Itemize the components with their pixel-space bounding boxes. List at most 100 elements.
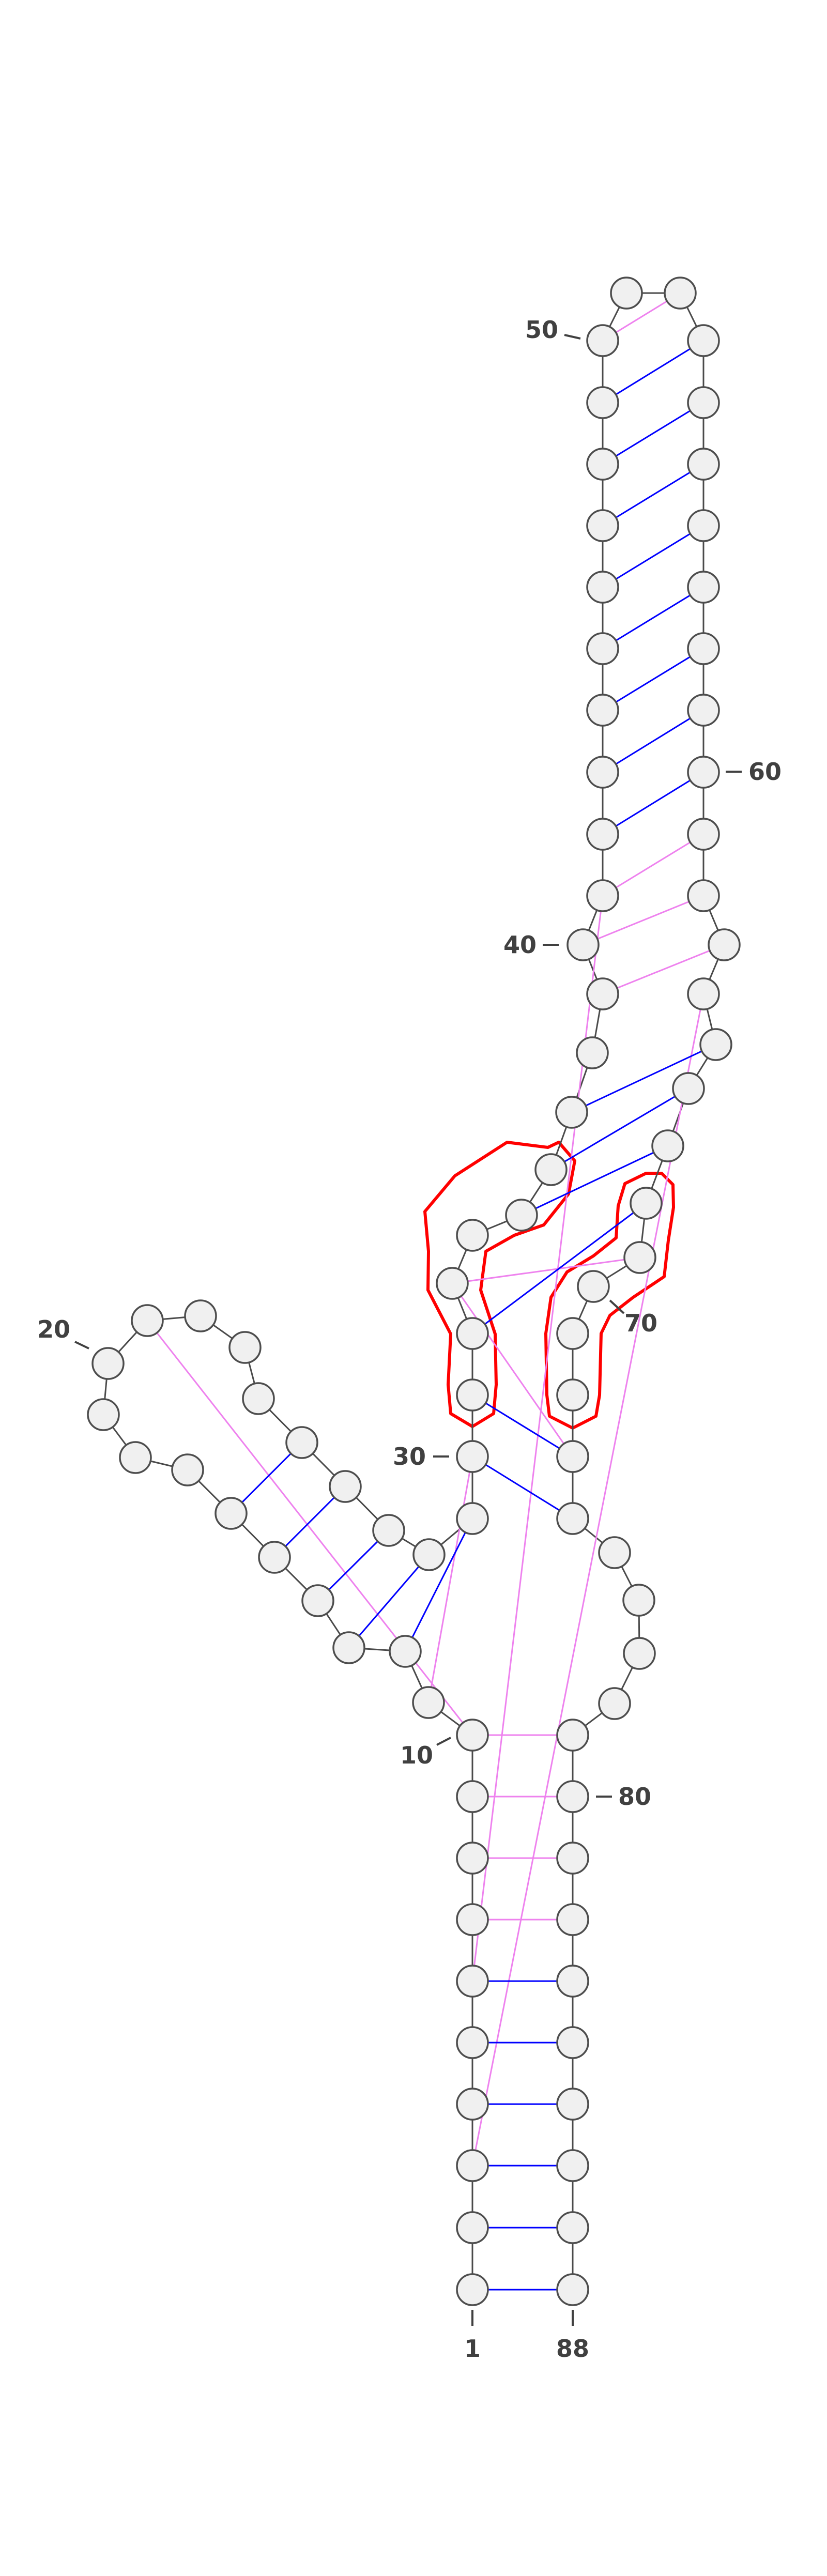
svg-text:30: 30 xyxy=(393,1443,426,1470)
nucleotide-7 xyxy=(456,1903,489,1936)
nucleotide-34 xyxy=(456,1219,489,1252)
nucleotide-64 xyxy=(687,977,720,1010)
nucleotide-19 xyxy=(87,1398,120,1431)
canonical-pair-43-59 xyxy=(602,709,704,773)
nucleotide-56 xyxy=(687,509,720,542)
canonical-pair-15-26 xyxy=(273,1485,346,1558)
nucleotide-50 xyxy=(586,324,619,357)
svg-text:60: 60 xyxy=(748,758,782,786)
nucleotide-38 xyxy=(576,1036,609,1069)
label-70: 70 xyxy=(609,1299,657,1337)
nucleotide-23 xyxy=(228,1331,262,1364)
nucleotide-53 xyxy=(687,324,720,357)
nucleotide-1 xyxy=(456,2273,489,2306)
noncanonical-pair-21-10 xyxy=(146,1320,473,1736)
noncanonical-pair-6-41 xyxy=(471,895,604,1982)
nucleotide-29 xyxy=(456,1502,489,1535)
nucleotide-58 xyxy=(687,632,720,665)
nucleotide-14 xyxy=(301,1584,334,1617)
canonical-pair-31-73 xyxy=(472,1394,573,1458)
nucleotide-4 xyxy=(456,2088,489,2121)
noncanonical-pair-33-69 xyxy=(452,1256,640,1284)
nucleotide-85 xyxy=(556,2088,589,2121)
canonical-pair-48-54 xyxy=(602,402,704,465)
nucleotide-54 xyxy=(687,386,720,419)
nucleotide-13 xyxy=(332,1631,365,1664)
noncanonical-pair-41-61 xyxy=(602,833,704,897)
label-40: 40 xyxy=(503,931,559,959)
canonical-pair-44-58 xyxy=(602,648,704,711)
nucleotide-70 xyxy=(577,1270,610,1303)
nucleotide-9 xyxy=(456,1780,489,1813)
nucleotides xyxy=(87,277,741,2306)
svg-text:10: 10 xyxy=(400,1741,433,1769)
nucleotide-21 xyxy=(131,1304,164,1337)
highlighted-regions xyxy=(423,1141,675,1430)
nucleotide-81 xyxy=(556,1842,589,1875)
noncanonical-pair-33-73 xyxy=(451,1283,574,1457)
nucleotide-71 xyxy=(556,1317,589,1350)
svg-text:1: 1 xyxy=(464,2335,481,2363)
nucleotide-27 xyxy=(372,1514,405,1547)
nucleotide-74 xyxy=(556,1502,589,1535)
label-1: 1 xyxy=(464,2310,481,2363)
nucleotide-63 xyxy=(708,928,741,961)
noncanonical-pair-40-62 xyxy=(583,895,704,946)
nucleotide-3 xyxy=(456,2149,489,2182)
nucleotide-25 xyxy=(285,1426,318,1459)
label-20: 20 xyxy=(37,1315,89,1350)
canonical-pair-46-56 xyxy=(602,525,704,588)
label-60: 60 xyxy=(726,758,782,786)
noncanonical-pair-39-63 xyxy=(602,944,725,995)
canonical-pair-36-66 xyxy=(550,1087,689,1171)
nucleotide-22 xyxy=(184,1299,217,1332)
canonical-pair-45-57 xyxy=(602,586,704,650)
backbone-line xyxy=(102,292,725,2290)
svg-text:80: 80 xyxy=(618,1783,651,1811)
nucleotide-47 xyxy=(586,509,619,542)
nucleotide-65 xyxy=(699,1028,732,1061)
nucleotide-30 xyxy=(456,1440,489,1473)
nucleotide-79 xyxy=(556,1719,589,1752)
nucleotide-43 xyxy=(586,756,619,789)
nucleotide-45 xyxy=(586,632,619,665)
nucleotide-77 xyxy=(623,1637,656,1670)
nucleotide-87 xyxy=(556,2211,589,2244)
canonical-pair-30-74 xyxy=(472,1455,573,1520)
canonical-pair-49-53 xyxy=(602,340,704,404)
nucleotide-80 xyxy=(556,1780,589,1813)
svg-text:70: 70 xyxy=(624,1309,657,1337)
nucleotide-72 xyxy=(556,1378,589,1412)
nucleotide-76 xyxy=(622,1584,655,1617)
nucleotide-52 xyxy=(664,277,697,310)
svg-text:88: 88 xyxy=(556,2335,589,2363)
nucleotide-5 xyxy=(456,2026,489,2059)
canonical-pair-42-60 xyxy=(602,771,704,835)
nucleotide-31 xyxy=(456,1378,489,1412)
nucleotide-69 xyxy=(623,1241,656,1274)
nucleotide-82 xyxy=(556,1903,589,1936)
nucleotide-73 xyxy=(556,1440,589,1473)
nucleotide-11 xyxy=(412,1686,445,1719)
nucleotide-8 xyxy=(456,1842,489,1875)
nucleotide-16 xyxy=(215,1497,248,1530)
label-50: 50 xyxy=(525,316,581,344)
nucleotide-57 xyxy=(687,571,720,604)
canonical-pair-32-68 xyxy=(472,1202,647,1335)
canonical-pair-16-25 xyxy=(230,1442,303,1514)
nucleotide-49 xyxy=(586,386,619,419)
nucleotide-46 xyxy=(586,571,619,604)
nucleotide-59 xyxy=(687,694,720,727)
nucleotide-78 xyxy=(598,1687,631,1720)
nucleotide-66 xyxy=(672,1072,705,1105)
nucleotide-35 xyxy=(505,1199,538,1232)
nucleotide-62 xyxy=(687,879,720,912)
nucleotide-15 xyxy=(258,1541,291,1574)
nucleotide-68 xyxy=(630,1187,663,1220)
nucleotide-32 xyxy=(456,1317,489,1350)
region-right xyxy=(544,1172,675,1430)
nucleotide-6 xyxy=(456,1965,489,1998)
canonical-pair-35-67 xyxy=(521,1145,668,1216)
label-10: 10 xyxy=(400,1737,451,1769)
